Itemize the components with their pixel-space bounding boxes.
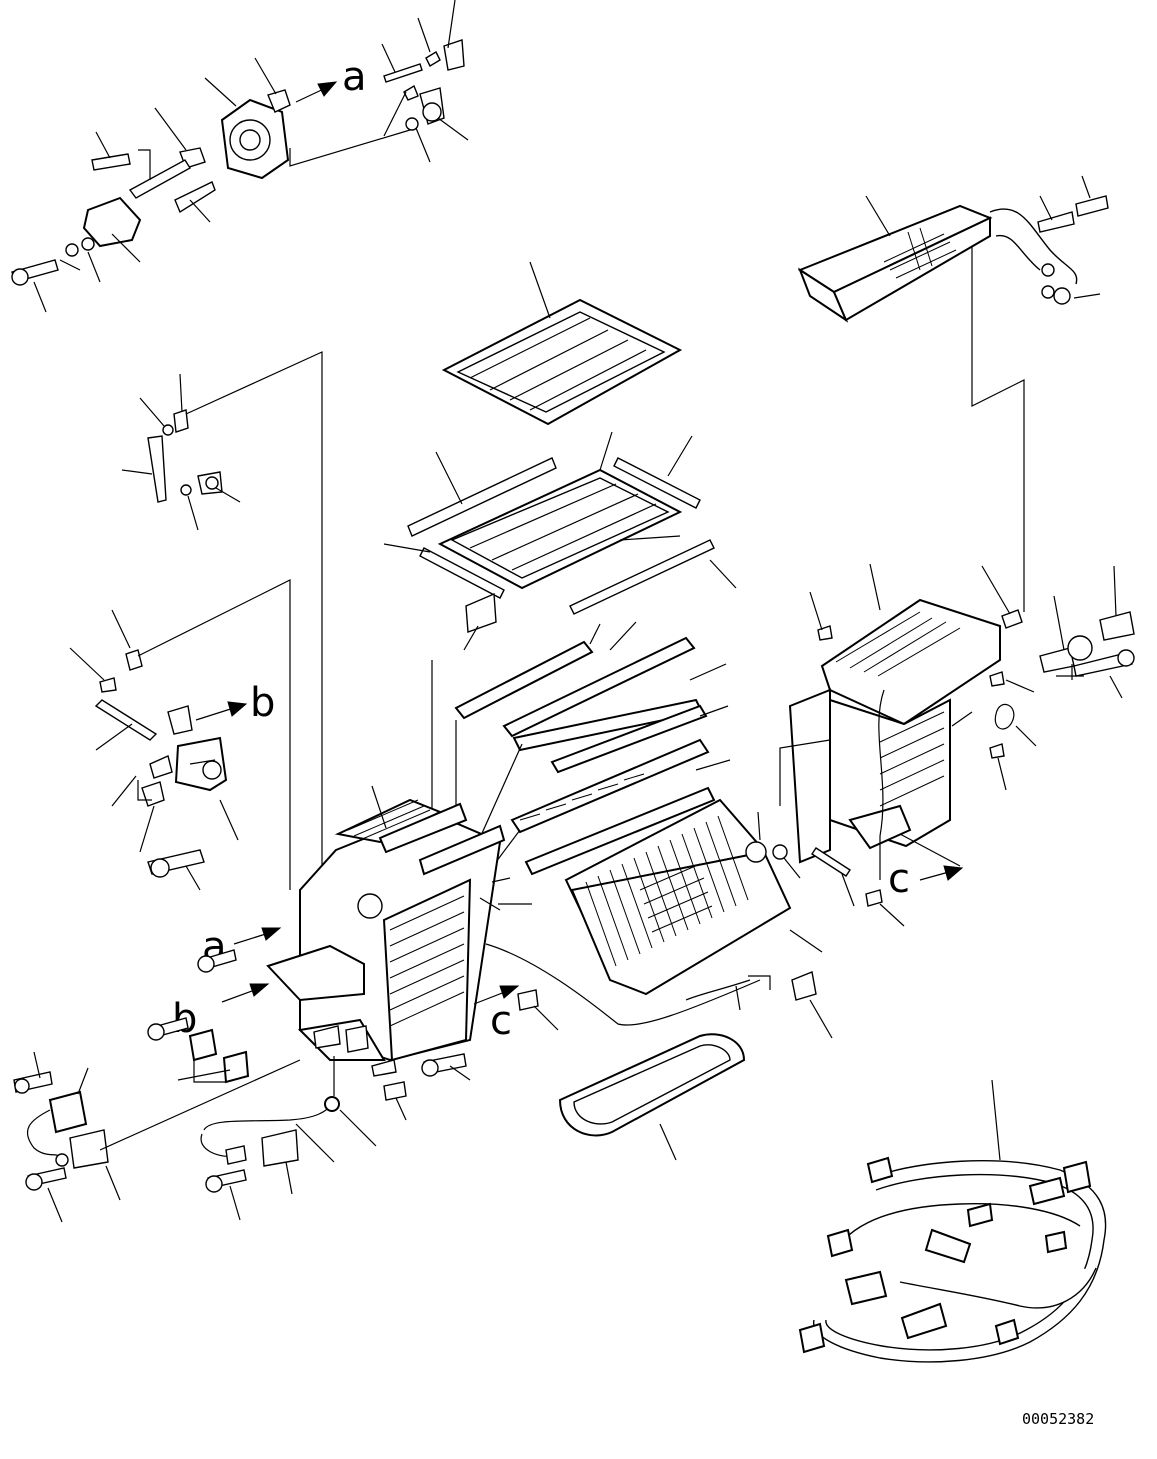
actuator-assembly [69, 579, 291, 891]
heater-unit-case [266, 785, 532, 1121]
arrow-c-main: c [473, 985, 520, 1044]
arrow-b-main: b [172, 983, 270, 1042]
arrow-a-top: a [295, 54, 367, 103]
heater-core [797, 175, 1109, 612]
damper-doors [431, 621, 731, 880]
arrow-c-right: c [888, 833, 964, 902]
damper-motor-assembly [11, 39, 465, 286]
wiring-harness [798, 1079, 1107, 1363]
case-fasteners [147, 949, 559, 1084]
leader-lines-top-left [33, 0, 469, 313]
filter-cover [441, 261, 683, 426]
rod-link-assembly [121, 351, 323, 890]
callout-c-main: c [490, 998, 512, 1044]
drawing-number: 00052382 [1022, 1410, 1094, 1428]
air-duct-case [779, 563, 1135, 927]
callout-b-left: b [250, 680, 275, 726]
callout-c-right: c [888, 856, 910, 902]
evaporator-core [485, 798, 833, 1039]
seal-gasket [558, 1033, 746, 1161]
callout-a-top: a [342, 54, 367, 100]
arrow-b-left: b [195, 680, 275, 726]
filter-frame [383, 431, 737, 651]
thermistor-wire-assembly [200, 1056, 377, 1221]
blower-resistor-assembly [13, 1051, 301, 1223]
